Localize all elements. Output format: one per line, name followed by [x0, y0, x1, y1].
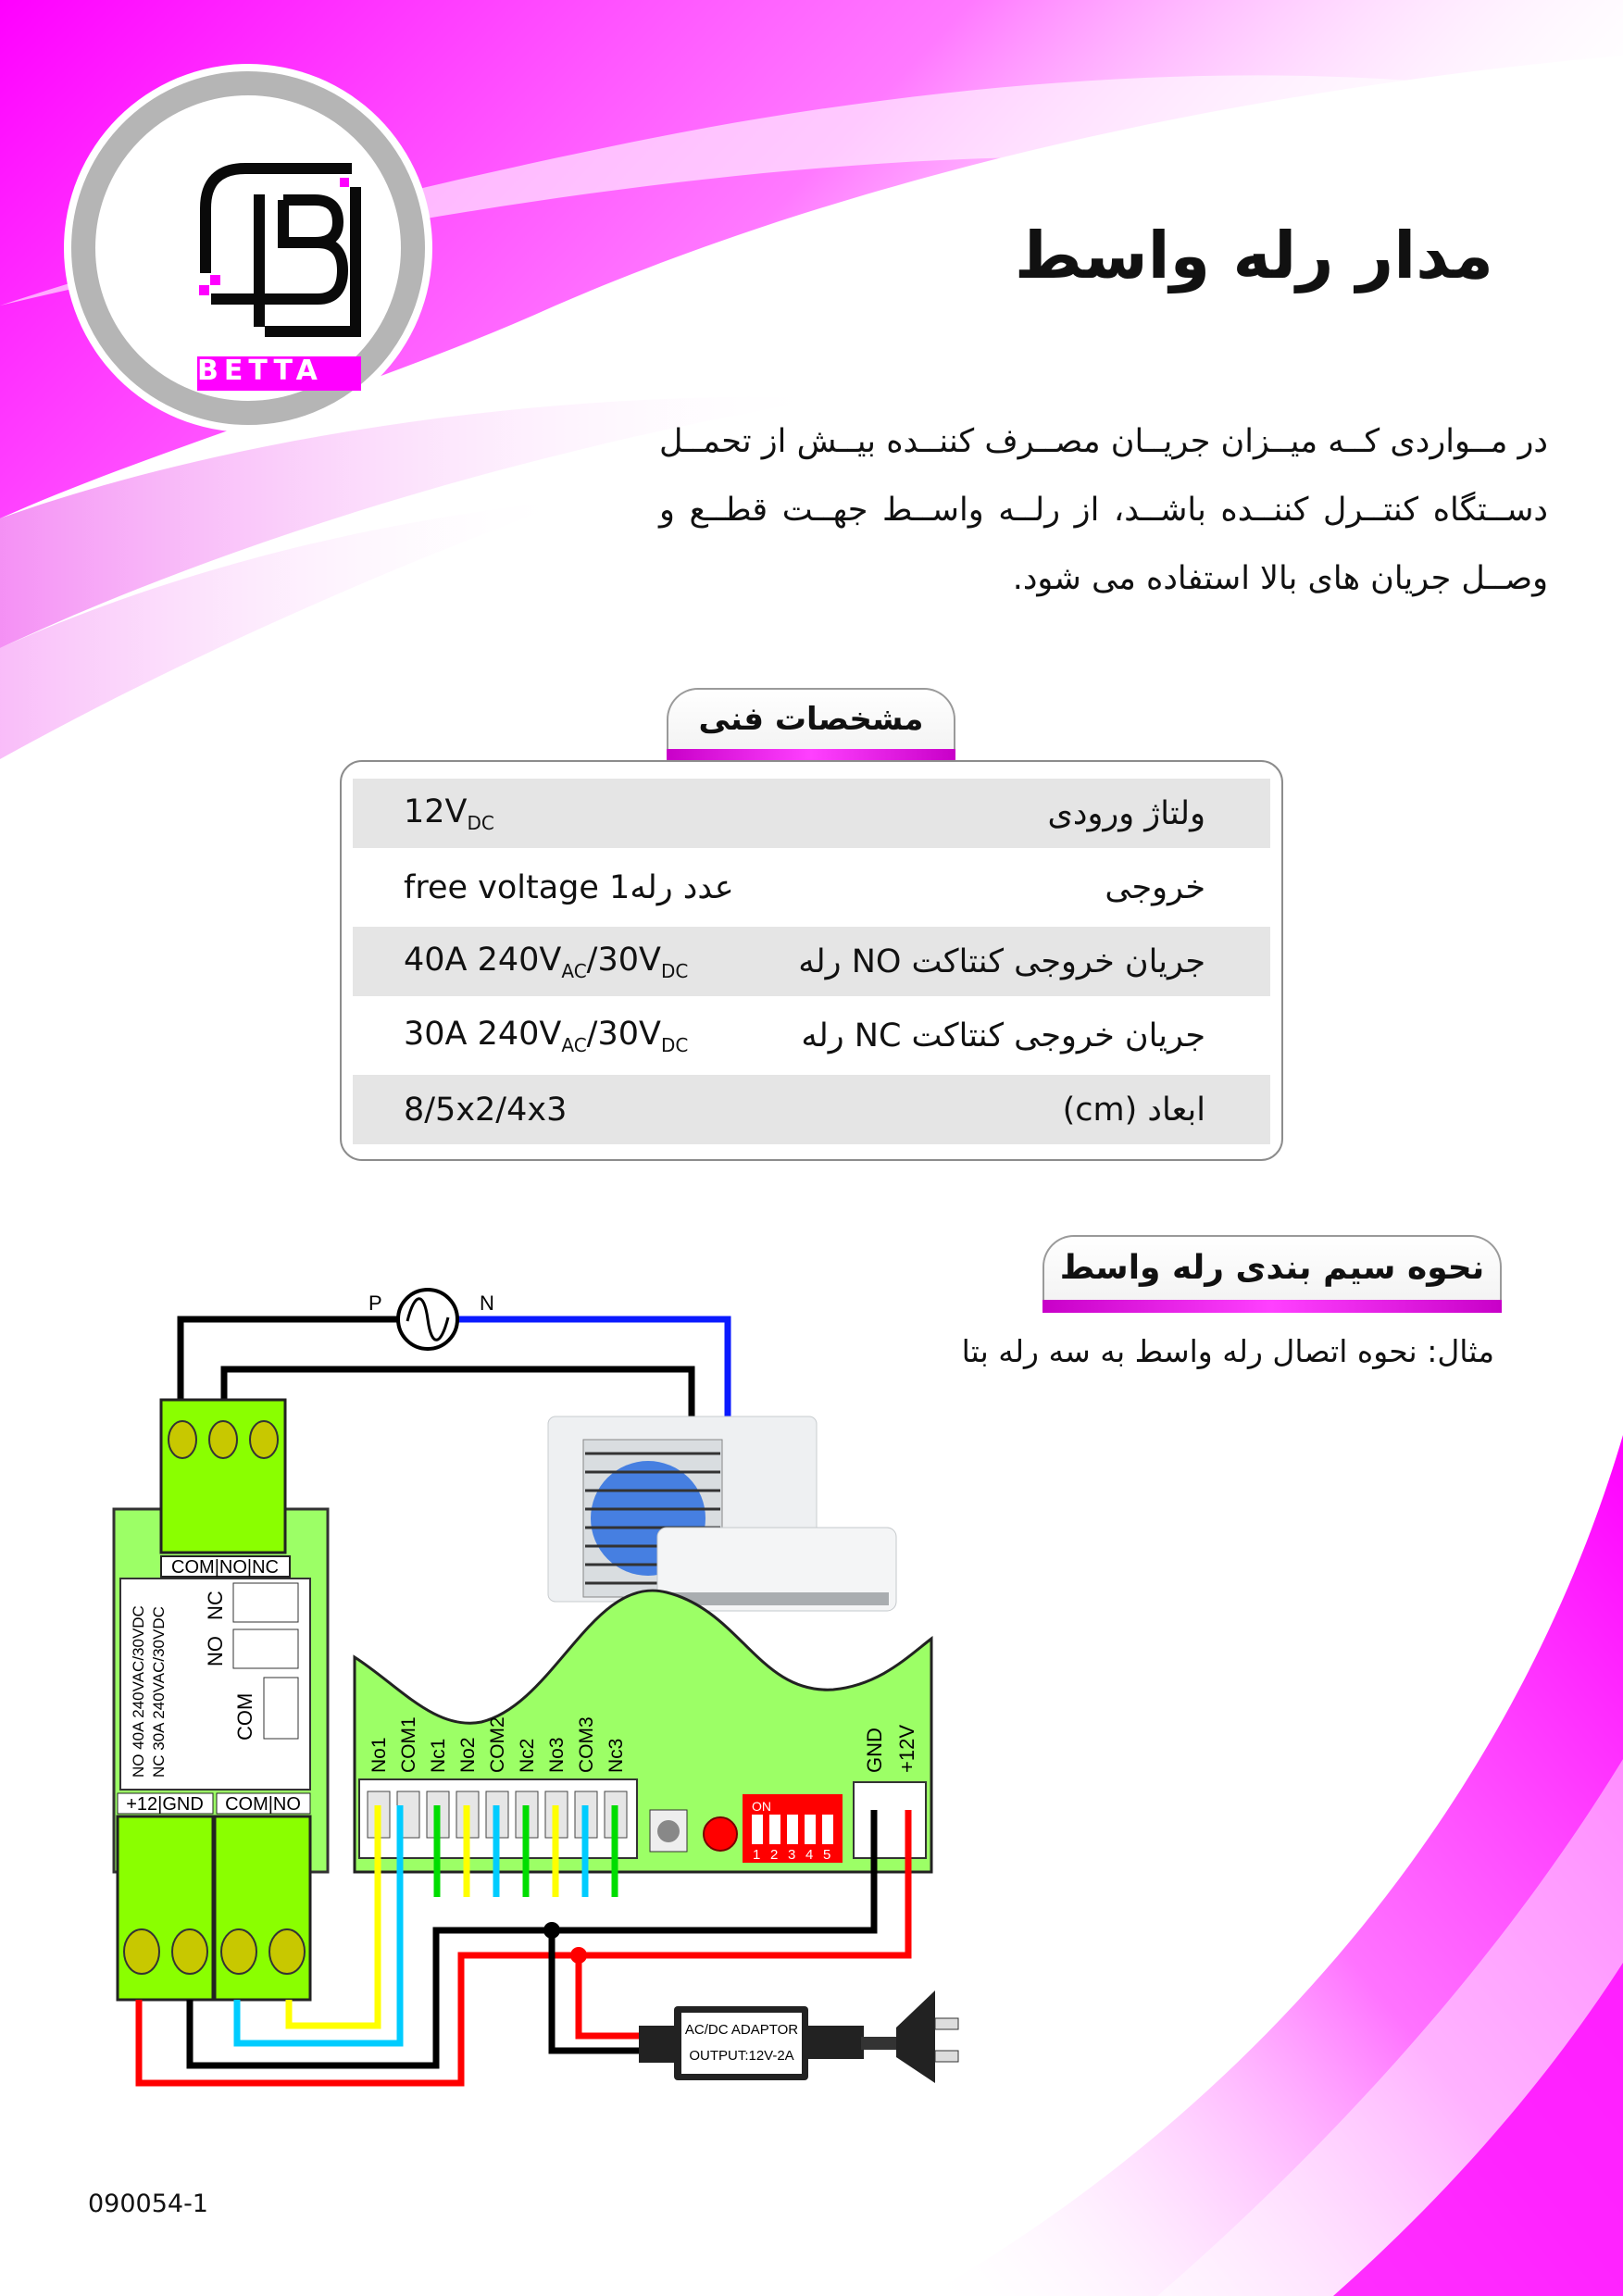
board-terminal-label: COM1 [398, 1716, 419, 1773]
spec-row: free voltage 1عدد رله خروجی [353, 853, 1270, 922]
adaptor-label: AC/DC ADAPTOR [685, 2022, 798, 2038]
spec-heading: مشخصات فنی [698, 701, 924, 738]
wire-12v [135, 1810, 912, 2087]
spec-label: جریان خروجی کنتاکت NO رله [798, 942, 1205, 980]
dip-switch [822, 1815, 833, 1844]
board-terminal-label: COM3 [576, 1716, 597, 1773]
spec-row: 8/5x2/4x3 ابعاد (cm) [353, 1075, 1270, 1144]
board-gnd-label: GND [863, 1728, 886, 1773]
spec-label: ابعاد (cm) [1062, 1091, 1205, 1129]
spec-label: خروجی [1105, 868, 1205, 906]
wire-no1 [285, 1805, 381, 2029]
relay-rating-no: NO 40A 240VAC/30VDC [130, 1605, 147, 1778]
brand-name: BETTA [197, 355, 323, 387]
relay-no-label: NO [204, 1636, 227, 1666]
dip-switch [752, 1815, 763, 1844]
betta-b-mark-icon [197, 163, 361, 391]
page-title: مدار رله واسط [1014, 218, 1493, 293]
intermediate-relay-module: COM|NO|NC NO 40A 240VAC/30VDC NC 30A 240… [112, 1398, 330, 2002]
spec-heading-tab: مشخصات فنی [667, 688, 955, 762]
spec-value: 8/5x2/4x3 [404, 1091, 568, 1129]
relay-power-label: +12|GND [126, 1794, 204, 1815]
board-terminal-label: No1 [368, 1737, 390, 1773]
dip-number: 5 [823, 1847, 830, 1863]
ac-dc-adaptor-icon [639, 1990, 959, 2083]
relay-com-label: COM [233, 1693, 256, 1741]
dip-number: 4 [805, 1847, 813, 1863]
adaptor-output-label: OUTPUT:12V-2A [689, 2048, 793, 2064]
intro-paragraph: در مــواردی کــه میــزان جریــان مصــرف … [659, 423, 1548, 597]
wire-adaptor-12v [575, 1955, 674, 2040]
dip-switch [787, 1815, 798, 1844]
dip-switch [805, 1815, 816, 1844]
tab-underline [667, 749, 955, 762]
wire-gnd [186, 1810, 878, 2069]
document-code: 090054-1 [88, 2190, 208, 2218]
spec-value: 40A 240VAC/30VDC [404, 941, 689, 982]
spec-value: 30A 240VAC/30VDC [404, 1015, 689, 1056]
board-terminal-label: Nc2 [517, 1739, 538, 1773]
spec-value: 12VDC [404, 792, 494, 834]
example-caption: مثال: نحوه اتصال رله واسط به سه رله بتا [961, 1333, 1494, 1369]
board-terminal-label: No2 [457, 1737, 479, 1773]
tab-underline [1042, 1300, 1502, 1313]
dip-on-label: ON [752, 1799, 771, 1814]
relay-rating-nc: NC 30A 240VAC/30VDC [150, 1606, 168, 1778]
label-n: N [480, 1292, 494, 1315]
wire-phase [177, 1316, 398, 1400]
relay-output-label: COM|NO|NC [171, 1557, 279, 1578]
label-p: P [368, 1292, 382, 1315]
spec-row: 30A 240VAC/30VDC جریان خروجی کنتاکت NC ر… [353, 1001, 1270, 1070]
board-terminal-label: Nc3 [606, 1739, 627, 1773]
junction-dot [543, 1922, 560, 1939]
spec-row: 12VDC ولتاژ ورودی [353, 779, 1270, 848]
wire-load [220, 1366, 695, 1430]
wire-adaptor-gnd [548, 1930, 674, 2054]
dip-switch [769, 1815, 780, 1844]
relay-input-label: COM|NO [225, 1794, 301, 1815]
spec-label: جریان خروجی کنتاکت NC رله [801, 1017, 1205, 1054]
spec-table: 12VDC ولتاژ ورودی free voltage 1عدد رله … [340, 760, 1283, 1161]
dip-number: 2 [770, 1847, 778, 1863]
spec-row: 40A 240VAC/30VDC جریان خروجی کنتاکت NO ر… [353, 927, 1270, 996]
air-conditioner-image [547, 1416, 897, 1612]
dip-number: 1 [753, 1847, 760, 1863]
board-12v-label: +12V [895, 1725, 918, 1773]
relay-nc-label: NC [204, 1591, 227, 1620]
board-terminal-label: Nc1 [428, 1739, 449, 1773]
wiring-heading: نحوه سیم بندی رله واسط [1059, 1249, 1485, 1287]
junction-dot [570, 1947, 587, 1964]
dip-number: 3 [788, 1847, 795, 1863]
board-terminal-label: COM2 [487, 1716, 508, 1773]
wire-com1 [233, 1805, 404, 2047]
ac-source-icon [396, 1288, 459, 1351]
wiring-heading-tab: نحوه سیم بندی رله واسط [1042, 1235, 1502, 1313]
spec-label: ولتاژ ورودی [1047, 794, 1205, 832]
wire-neutral [457, 1316, 731, 1430]
board-terminal-label: No3 [546, 1737, 568, 1773]
spec-value: free voltage 1عدد رله [404, 868, 734, 906]
